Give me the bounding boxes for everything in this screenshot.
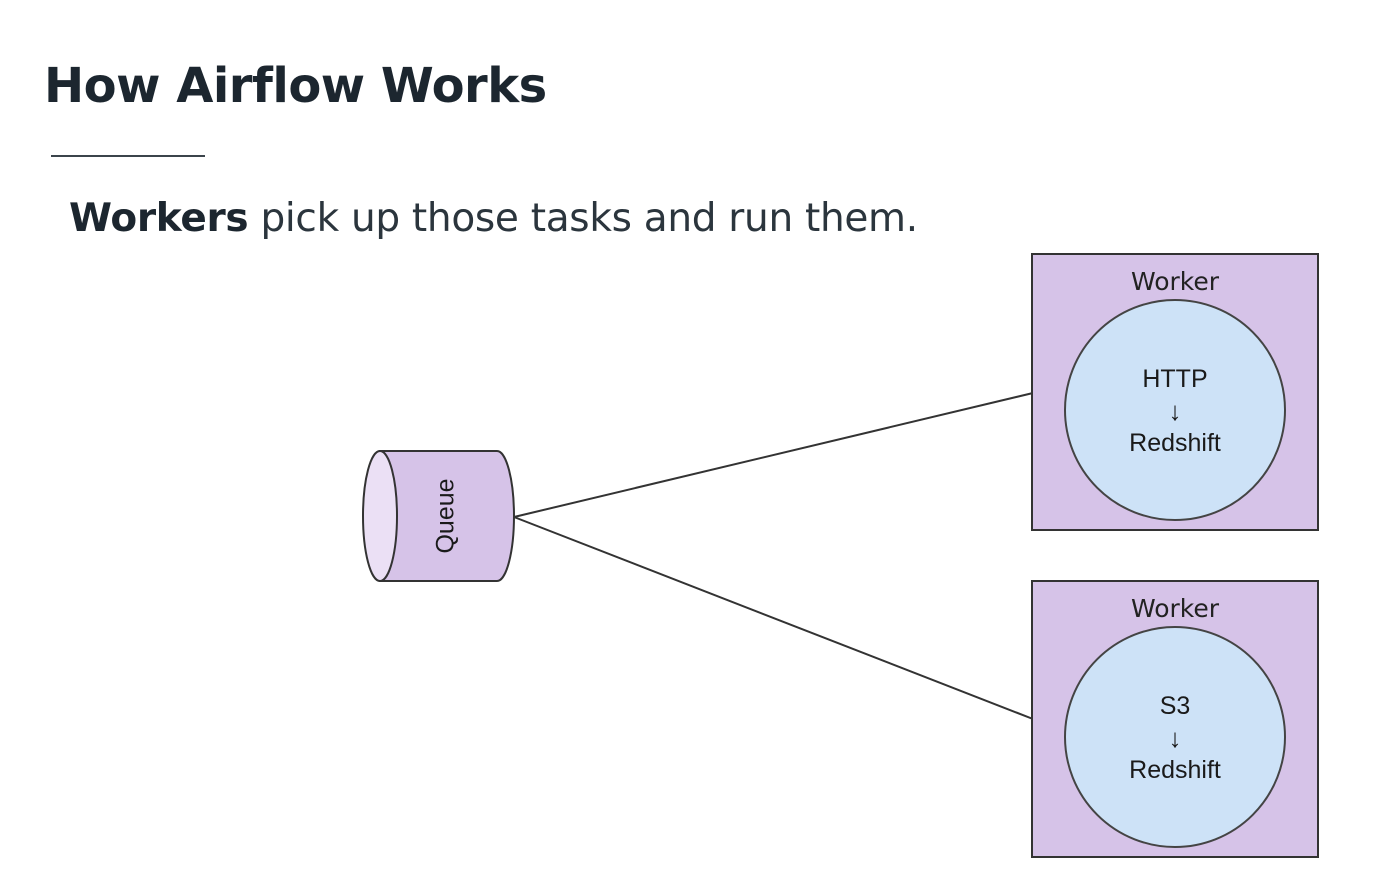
task-arrow: ↓: [1169, 396, 1182, 426]
subtitle-bold-term: Workers: [69, 196, 249, 241]
worker-node: Worker HTTP ↓ Redshift: [1031, 253, 1319, 531]
worker-label: Worker: [1131, 267, 1220, 296]
task-target-label: Redshift: [1129, 429, 1221, 457]
worker-label: Worker: [1131, 594, 1220, 623]
task-circle: [1064, 626, 1286, 848]
task-source-label: S3: [1160, 692, 1191, 720]
slide-subtitle: Workers pick up those tasks and run them…: [69, 196, 918, 241]
connector-queue-worker-2: [513, 516, 1034, 720]
worker-node: Worker S3 ↓ Redshift: [1031, 580, 1319, 858]
title-divider: [51, 155, 205, 157]
queue-cap: [362, 450, 398, 582]
task-source-label: HTTP: [1142, 365, 1207, 393]
task-target-label: Redshift: [1129, 756, 1221, 784]
slide-title: How Airflow Works: [44, 58, 547, 114]
task-arrow: ↓: [1169, 723, 1182, 753]
queue-node: Queue: [362, 450, 515, 582]
queue-body: [379, 450, 515, 582]
connector-queue-worker-1: [513, 392, 1034, 518]
subtitle-text: pick up those tasks and run them.: [248, 196, 918, 241]
task-circle: [1064, 299, 1286, 521]
queue-label: Queue: [432, 478, 460, 553]
